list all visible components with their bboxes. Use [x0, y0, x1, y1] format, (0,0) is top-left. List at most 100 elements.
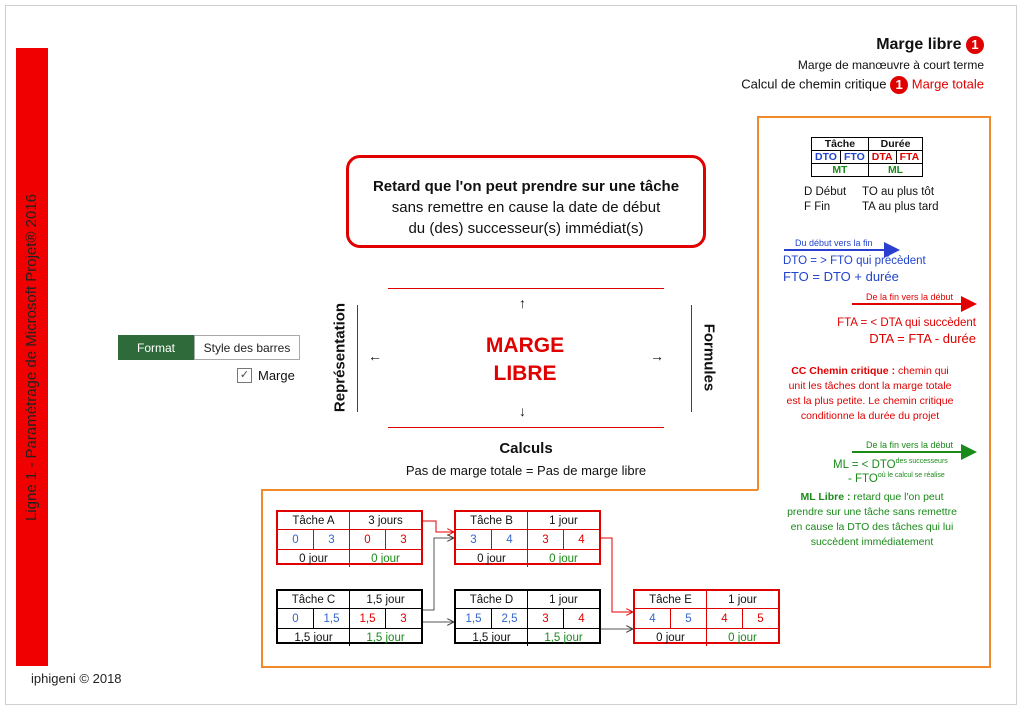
task-name: Tâche D [456, 591, 528, 608]
task-fta: 5 [757, 612, 764, 625]
marge-totale-link[interactable]: Marge totale [911, 76, 984, 92]
task-dta: 1,5 [350, 609, 386, 628]
legend-to: TO au plus tôt [862, 186, 935, 198]
task-c-node: Tâche C 1,5 jour 0 1,5 1,5 3 1,5 jour 1,5 … [276, 589, 423, 646]
cc-text3: est la plus petite. Le chemin critique [786, 395, 954, 407]
task-fto: 2,5 [492, 609, 528, 628]
task-duration: 3 jours [368, 514, 403, 527]
task-mt: 1,5 jour [456, 629, 528, 646]
ml-text3: en cause la DTO des tâches qui lui [790, 521, 954, 533]
forward-arrow-label: Du début vers la fin [795, 238, 873, 248]
format-tab-button[interactable]: Format [118, 335, 194, 360]
task-fto: 4 [492, 530, 528, 549]
ml-bold: ML Libre : [800, 491, 851, 503]
task-name: Tâche E [635, 591, 707, 608]
marge-checkbox-label: Marge [258, 368, 295, 383]
ml-formula-2: - FTOoù le calcul se réalise [848, 472, 945, 485]
task-mt: 1,5 jour [278, 629, 350, 646]
arrow-up-icon: ↑ [519, 295, 526, 311]
task-dto: 0 [278, 609, 314, 628]
ml-definition: ML Libre : retard que l'on peut prendre … [770, 490, 974, 550]
task-duration: 1 jour [549, 514, 578, 527]
ml-text1: retard que l'on peut [850, 491, 944, 503]
task-mt: 0 jour [278, 550, 350, 567]
page-frame [5, 5, 1017, 705]
ml-text2: prendre sur une tâche sans remettre [787, 506, 957, 518]
task-duration: 1,5 jour [366, 593, 405, 606]
task-fta: 3 [400, 612, 407, 625]
ml-formula-1-sup: des successeurs [895, 458, 948, 465]
header-block: Marge libre 1 Marge de manœuvre à court … [741, 36, 984, 95]
task-fta: 4 [578, 612, 585, 625]
cc-bold: CC Chemin critique : [791, 365, 896, 377]
task-d-node: Tâche D 1 jour 1,5 2,5 3 4 1,5 jour 1,5 jo… [454, 589, 601, 646]
task-dto: 0 [278, 530, 314, 549]
arrow-left-icon: ← [368, 348, 382, 364]
marge-checkbox-row: ✓ Marge [237, 368, 295, 383]
task-ml: 0 jour [549, 552, 578, 565]
task-fto: 5 [671, 609, 707, 628]
forward-formula-1: DTO = > FTO qui précèdent [783, 255, 926, 267]
task-ml: 0 jour [371, 552, 400, 565]
side-banner [16, 48, 48, 666]
legend-fta: FTA [895, 150, 924, 164]
task-name: Tâche C [278, 591, 350, 608]
task-duration: 1 jour [549, 593, 578, 606]
calculs-label: Calculs [499, 440, 553, 457]
legend-mt: MT [811, 163, 869, 177]
calculs-text: Pas de marge totale = Pas de marge libre [405, 463, 647, 478]
ml-arrow-label: De la fin vers la début [866, 440, 954, 450]
arrow-down-icon: ↓ [519, 403, 526, 419]
definition-line3: du (des) successeur(s) immédiat(s) [408, 220, 644, 237]
task-dto: 3 [456, 530, 492, 549]
task-dta: 3 [528, 530, 564, 549]
critical-badge: 1 [890, 76, 909, 95]
task-name: Tâche A [278, 512, 350, 529]
bottom-divider [388, 427, 664, 428]
cc-text4: conditionne la durée du projet [800, 410, 940, 422]
legend-d: D Début [804, 186, 847, 198]
ml-formula-2-sup: où le calcul se réalise [877, 472, 945, 479]
definition-line2: sans remettre en cause la date de début [391, 199, 661, 216]
backward-formula-2: DTA = FTA - durée [869, 331, 976, 346]
footer-copyright: iphigeni © 2018 [31, 671, 122, 686]
task-fta: 4 [578, 533, 585, 546]
definition-line1: Retard que l'on peut prendre sur une tâc… [372, 178, 680, 195]
legend-f: F Fin [804, 201, 831, 213]
task-dto: 1,5 [456, 609, 492, 628]
bar-style-button[interactable]: Style des barres [194, 335, 300, 360]
task-ml: 0 jour [728, 631, 757, 644]
arrow-right-icon: → [650, 348, 664, 364]
marge-checkbox[interactable]: ✓ [237, 368, 252, 383]
legend-ml: ML [867, 163, 924, 177]
task-dta: 0 [350, 530, 386, 549]
critical-path-definition: CC Chemin critique : chemin qui unit les… [770, 364, 970, 424]
right-divider [691, 305, 692, 412]
task-duration: 1 jour [728, 593, 757, 606]
task-mt: 0 jour [456, 550, 528, 567]
left-divider [357, 305, 358, 412]
definition-box: Retard que l'on peut prendre sur une tâc… [346, 155, 706, 248]
cc-text2: unit les tâches dont la marge totale [788, 380, 952, 392]
legend-abbrev: D Début TO au plus tôt F Fin TA au plus ta… [804, 185, 939, 215]
critical-path-label: Calcul de chemin critique [741, 76, 887, 92]
center-word1: MARGE [485, 334, 565, 357]
task-fto: 1,5 [314, 609, 350, 628]
task-dta: 4 [707, 609, 743, 628]
page-subtitle: Marge de manœuvre à court terme [797, 58, 984, 73]
title-badge: 1 [966, 36, 984, 54]
ml-formula-2-main: - FTO [848, 472, 878, 485]
task-ml: 1,5 jour [366, 631, 405, 644]
legend-dto: DTO [811, 150, 841, 164]
backward-formula-1: FTA = < DTA qui succèdent [837, 317, 976, 329]
task-dta: 3 [528, 609, 564, 628]
legend-ta: TA au plus tard [862, 201, 939, 213]
center-title: MARGE LIBRE [466, 332, 584, 388]
task-ml: 1,5 jour [544, 631, 583, 644]
ml-formula-1: ML = < DTOdes successeurs [833, 458, 948, 471]
